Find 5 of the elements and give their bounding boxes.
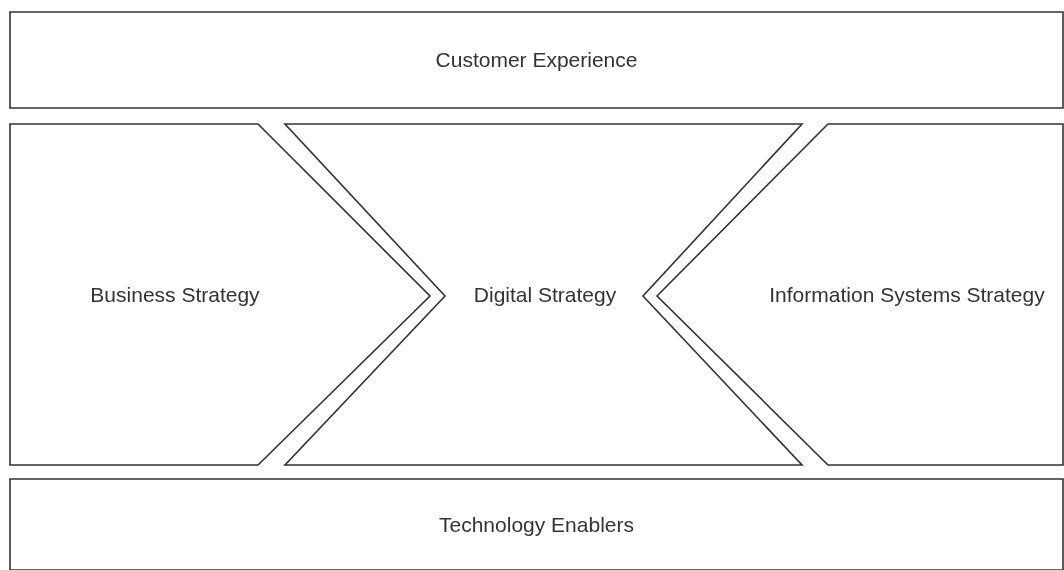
- node-label: Digital Strategy: [473, 281, 617, 308]
- node-label: Technology Enablers: [439, 511, 634, 538]
- node-label: Information Systems Strategy: [769, 281, 1045, 308]
- node-label: Business Strategy: [90, 281, 260, 308]
- node-label: Customer Experience: [435, 47, 638, 73]
